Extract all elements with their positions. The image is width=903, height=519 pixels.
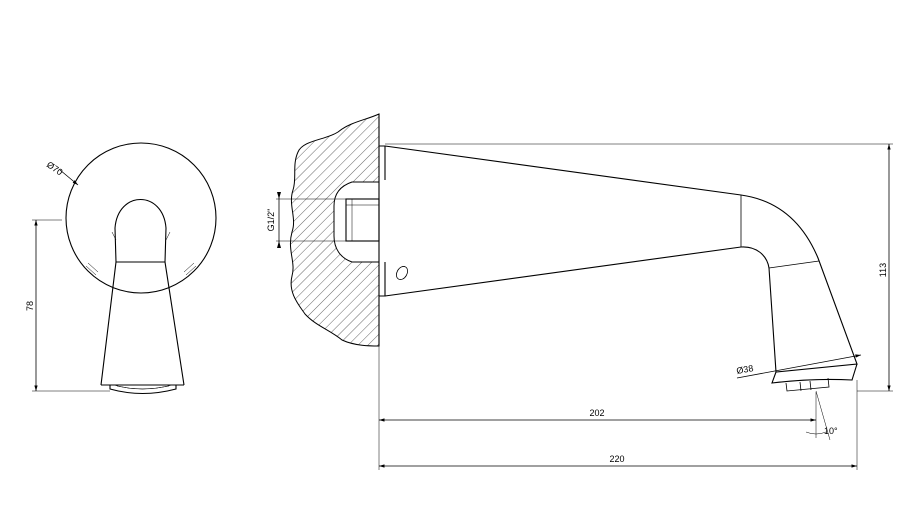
neck-mark-left (111, 231, 117, 241)
screw-slot-left (85, 262, 99, 276)
total-height-label: 113 (878, 263, 888, 277)
total-length-label: 220 (609, 454, 624, 464)
thread-label: G1/2" (266, 209, 276, 232)
diameter-leader (59, 169, 79, 186)
pipe-fitting (345, 198, 380, 242)
spout-neck-sides (114, 227, 167, 263)
angle-line (815, 390, 831, 441)
outlet-diameter-label: Ø38 (736, 363, 754, 376)
spout-neck-arch (114, 198, 167, 229)
rosette-plate (379, 145, 386, 297)
outlet-bottom (771, 363, 858, 384)
spout-body-sides (100, 261, 185, 386)
front-diameter-label: Ø70 (45, 159, 65, 177)
outlet-diameter-dim-line (736, 354, 862, 379)
angle-arc (805, 431, 827, 435)
spout-reach-label: 202 (589, 408, 604, 418)
spout-collar-line (768, 260, 820, 269)
aerator-side (785, 377, 830, 392)
set-screw-hole (396, 266, 408, 280)
rosette-circle (65, 142, 217, 294)
front-view: Ø70 78 (25, 142, 217, 394)
aerator-inner-2 (116, 385, 170, 390)
screw-slot-right (183, 262, 197, 276)
angle-label: 10° (824, 426, 838, 436)
neck-mark-right (165, 231, 171, 241)
side-view: G1/2" Ø38 113 202 10° 2 (266, 113, 893, 470)
front-height-label: 78 (25, 301, 35, 311)
wall-section (289, 113, 380, 347)
aerator-outer (109, 385, 177, 394)
spout-outline (384, 145, 858, 373)
